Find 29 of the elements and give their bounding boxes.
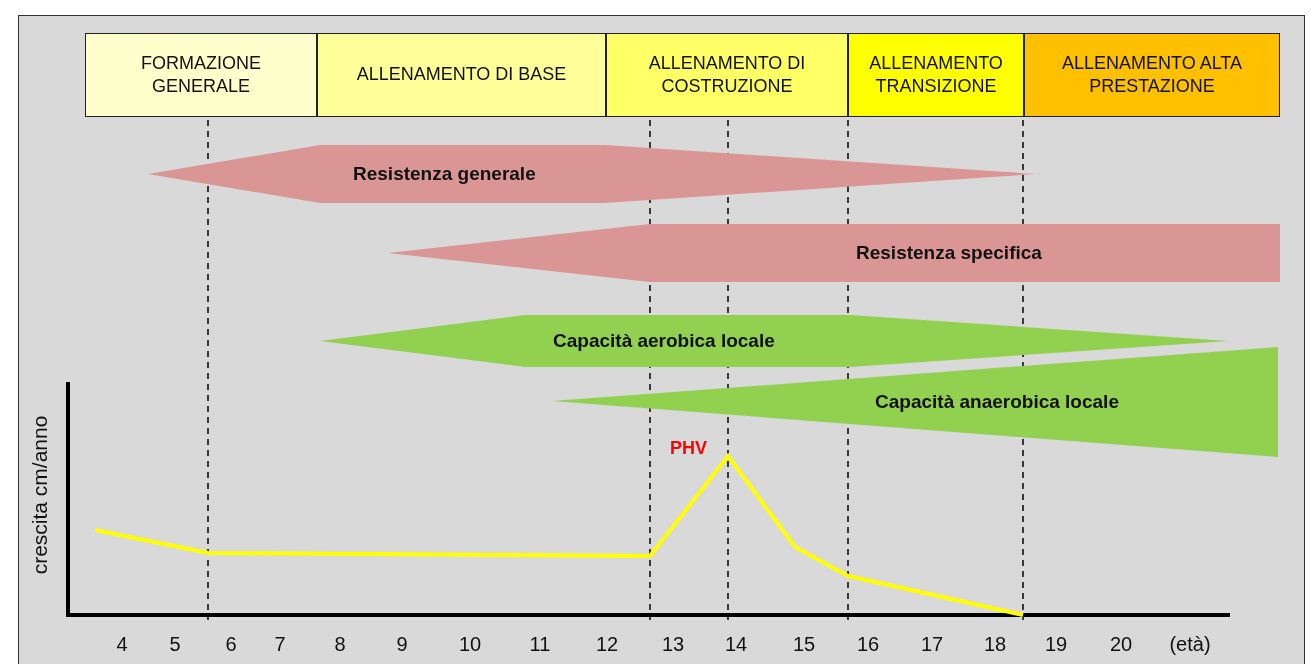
tick-label: 19 <box>1044 633 1068 656</box>
tick-label: 14 <box>724 633 748 656</box>
tick-label: 12 <box>595 633 619 656</box>
phase-box: ALLENAMENTO ALTA PRESTAZIONE <box>1024 33 1280 117</box>
band-label: Capacità aerobica locale <box>553 330 775 352</box>
tick-label: 20 <box>1109 633 1133 656</box>
axis-title: crescita cm/anno <box>28 415 52 575</box>
tick-label: 6 <box>225 633 237 656</box>
tick-label: 4 <box>116 633 128 656</box>
tick-label: 7 <box>274 633 286 656</box>
tick-label: 8 <box>334 633 346 656</box>
tick-label: 9 <box>396 633 408 656</box>
phase-box: ALLENAMENTO DI BASE <box>317 33 606 117</box>
peak-label: PHV <box>670 438 707 459</box>
tick-label: (età) <box>1169 633 1211 656</box>
phase-box: FORMAZIONE GENERALE <box>85 33 317 117</box>
tick-label: 5 <box>169 633 181 656</box>
phase-box: ALLENAMENTO DI COSTRUZIONE <box>606 33 848 117</box>
tick-label: 13 <box>661 633 685 656</box>
tick-label: 11 <box>529 633 551 656</box>
band-label: Resistenza specifica <box>856 242 1042 264</box>
band-label: Capacità anaerobica locale <box>875 391 1119 413</box>
tick-label: 16 <box>856 633 880 656</box>
phase-box: ALLENAMENTO TRANSIZIONE <box>848 33 1024 117</box>
tick-label: 17 <box>920 633 944 656</box>
band-label: Resistenza generale <box>353 163 536 185</box>
tick-label: 18 <box>983 633 1007 656</box>
tick-label: 10 <box>458 633 482 656</box>
tick-label: 15 <box>792 633 816 656</box>
